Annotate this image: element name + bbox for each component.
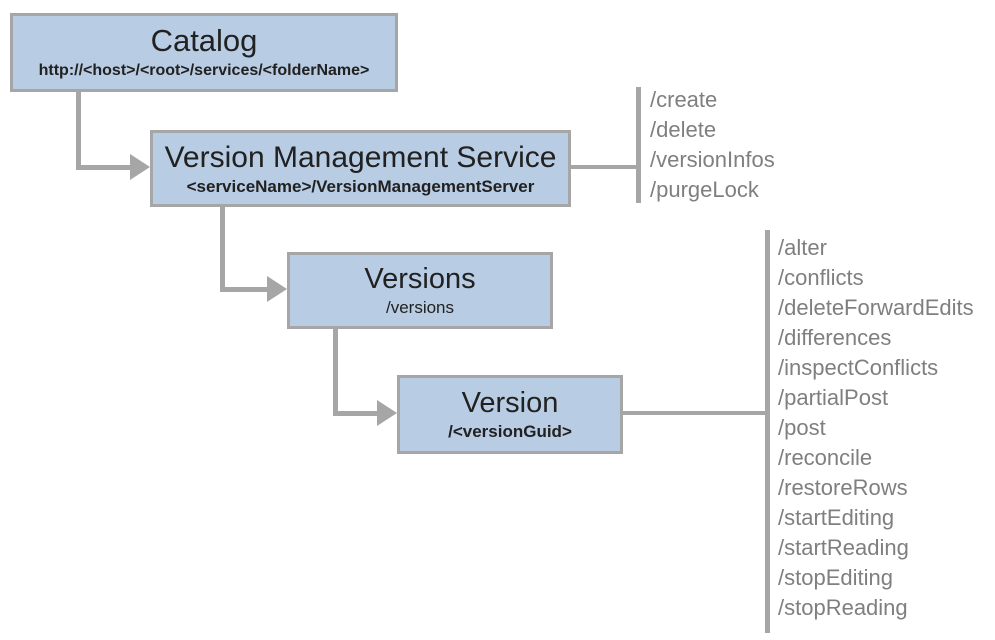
operations-list-vms: /create/delete/versionInfos/purgeLock <box>650 85 775 205</box>
operation-item: /reconcile <box>778 445 873 470</box>
operation-item: /stopReading <box>778 595 908 620</box>
node-vms-title: Version Management Service <box>164 140 557 174</box>
operation-item: /startReading <box>778 535 909 560</box>
connector-catalog-to-vms-line <box>76 165 132 170</box>
operation-item: /create <box>650 87 718 112</box>
connector-vms-down-line <box>220 204 225 292</box>
operation-item: /inspectConflicts <box>778 355 939 380</box>
operations-bracket-line-vms <box>636 87 641 203</box>
node-version-url: /<versionGuid> <box>448 421 572 441</box>
operation-item: /versionInfos <box>650 147 775 172</box>
operation-item: /differences <box>778 325 892 350</box>
operation-item: /partialPost <box>778 385 889 410</box>
arrowhead-right-icon <box>377 400 397 426</box>
operation-item: /deleteForwardEdits <box>778 295 974 320</box>
node-versions: Versions /versions <box>287 252 553 329</box>
node-versions-title: Versions <box>364 263 476 296</box>
node-vms-url: <serviceName>/VersionManagementServer <box>186 176 535 196</box>
operation-item: /restoreRows <box>778 475 908 500</box>
operation-item: /stopEditing <box>778 565 893 590</box>
node-version-title: Version <box>461 387 559 420</box>
connector-versions-to-version-line <box>333 411 378 416</box>
operation-item: /conflicts <box>778 265 864 290</box>
operation-item: /delete <box>650 117 717 142</box>
operations-bracket-line-version <box>765 230 770 633</box>
connector-catalog-down-line <box>76 92 81 170</box>
arrowhead-right-icon <box>130 154 150 180</box>
operation-item: /alter <box>778 235 827 260</box>
node-catalog: Catalog http://<host>/<root>/services/<f… <box>10 13 398 92</box>
operations-list-version: /alter/conflicts/deleteForwardEdits/diff… <box>778 233 974 623</box>
node-versions-url: /versions <box>385 297 455 317</box>
connector-vms-to-versions-line <box>220 287 268 292</box>
node-version-management-service: Version Management Service <serviceName>… <box>150 130 571 207</box>
node-catalog-title: Catalog <box>150 23 258 59</box>
operation-item: /post <box>778 415 826 440</box>
connector-versions-down-line <box>333 328 338 416</box>
node-version: Version /<versionGuid> <box>397 375 623 454</box>
connector-vms-to-operations-line <box>571 165 638 169</box>
arrowhead-right-icon <box>267 276 287 302</box>
operation-item: /startEditing <box>778 505 895 530</box>
connector-version-to-operations-line <box>621 411 766 415</box>
node-catalog-url: http://<host>/<root>/services/<folderNam… <box>38 62 370 80</box>
operation-item: /purgeLock <box>650 177 759 202</box>
